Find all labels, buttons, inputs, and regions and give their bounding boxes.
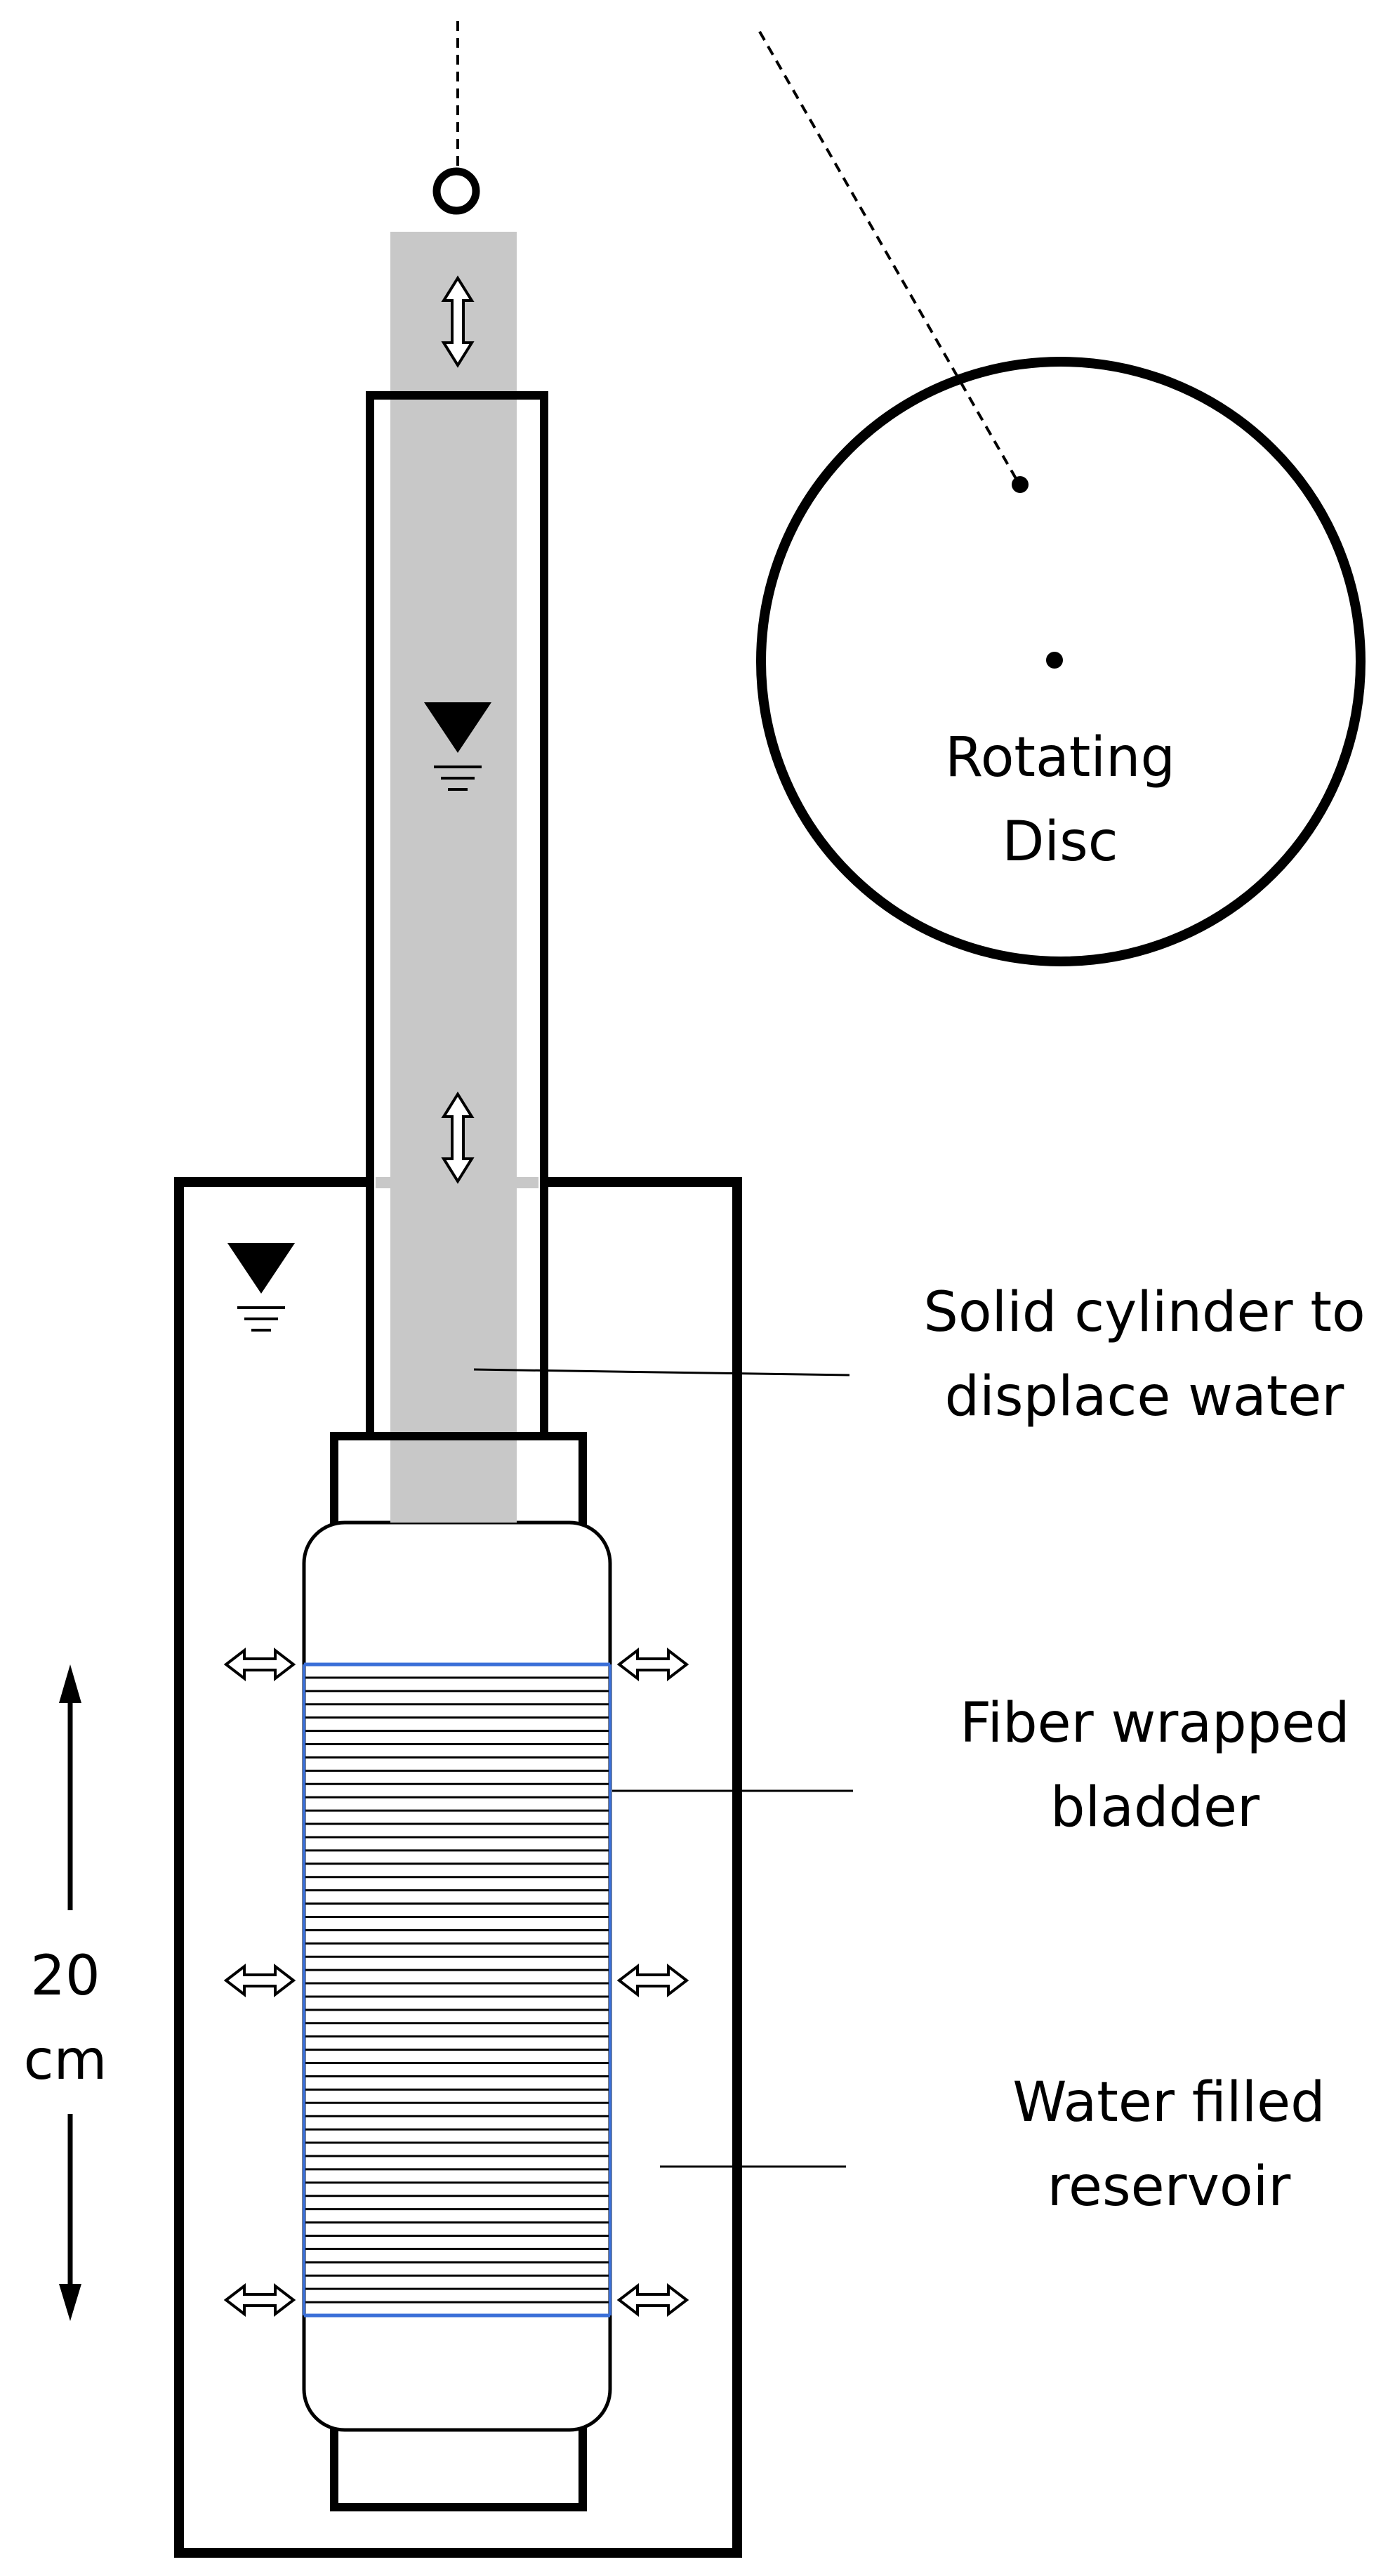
bladder-label-line1: Fiber wrapped bbox=[960, 1692, 1349, 1755]
solid-cylinder bbox=[390, 232, 517, 1523]
scale-unit-label: cm bbox=[24, 2029, 107, 2092]
reservoir-label-line2: reservoir bbox=[1047, 2155, 1292, 2219]
double-arrow-horizontal-icon-left-3 bbox=[225, 2285, 295, 2315]
water-level-triangle-icon-reservoir bbox=[226, 1242, 296, 1332]
cylinder-leader-line bbox=[473, 1368, 850, 1376]
bladder-body bbox=[302, 1520, 612, 2432]
disc-center-dot bbox=[1046, 652, 1063, 669]
double-arrow-horizontal-icon-left-1 bbox=[225, 1649, 295, 1680]
pivot-ring-icon bbox=[432, 167, 480, 215]
reservoir-label-line1: Water filled bbox=[1012, 2071, 1325, 2134]
reservoir-top-gap-cover bbox=[376, 1177, 538, 1188]
rotating-disc-label-line1: Rotating bbox=[945, 726, 1175, 789]
cylinder-label-line1: Solid cylinder to bbox=[923, 1281, 1365, 1344]
bladder-label-line2: bladder bbox=[1050, 1776, 1260, 1839]
rotating-disc bbox=[756, 357, 1366, 966]
scale-bar-up-arrowhead bbox=[59, 1664, 81, 1703]
tether-line-diagonal bbox=[758, 31, 1021, 485]
double-arrow-horizontal-icon-right-2 bbox=[618, 1965, 688, 1996]
double-arrow-horizontal-icon-right-3 bbox=[618, 2285, 688, 2315]
fiber-windings bbox=[303, 1662, 611, 2318]
scale-value-label: 20 bbox=[30, 1945, 100, 2008]
cylinder-label-line2: displace water bbox=[945, 1365, 1345, 1428]
double-arrow-horizontal-icon-left-2 bbox=[225, 1965, 295, 1996]
scale-bar-down-arrowhead bbox=[59, 2284, 81, 2321]
disc-crank-pin-dot bbox=[1012, 476, 1029, 493]
rotating-disc-label-line2: Disc bbox=[1002, 810, 1118, 874]
double-arrow-horizontal-icon-right-1 bbox=[618, 1649, 688, 1680]
